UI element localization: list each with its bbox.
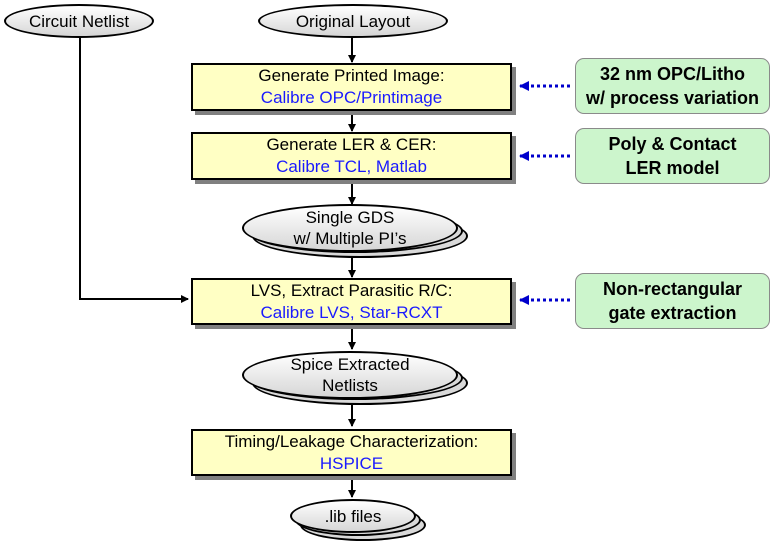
generate-ler-cer-box: Generate LER & CER: Calibre TCL, Matlab xyxy=(191,132,512,180)
original-layout-node: Original Layout xyxy=(258,4,448,38)
step2-title: Generate LER & CER: xyxy=(266,135,437,154)
spice-netlists-node: Spice Extracted Netlists xyxy=(242,351,458,399)
single-gds-node: Single GDS w/ Multiple PI’s xyxy=(242,204,458,252)
circuit-netlist-node: Circuit Netlist xyxy=(4,4,154,38)
opc-note-line2: w/ process variation xyxy=(585,88,760,108)
step4-tool: HSPICE xyxy=(319,453,384,473)
gds-line1: Single GDS xyxy=(305,208,395,227)
generate-printed-image-box: Generate Printed Image: Calibre OPC/Prin… xyxy=(191,63,512,111)
ler-note-line1: Poly & Contact xyxy=(608,134,737,154)
opc-note-line1: 32 nm OPC/Litho xyxy=(599,64,745,84)
step1-title: Generate Printed Image: xyxy=(258,66,445,85)
ler-note-line2: LER model xyxy=(625,158,720,178)
circuit-netlist-label: Circuit Netlist xyxy=(28,11,130,31)
lib-files-label: .lib files xyxy=(324,506,382,526)
original-layout-label: Original Layout xyxy=(295,11,411,31)
lvs-extract-box: LVS, Extract Parasitic R/C: Calibre LVS,… xyxy=(191,278,512,325)
timing-leakage-box: Timing/Leakage Characterization: HSPICE xyxy=(191,429,512,476)
gate-note-line2: gate extraction xyxy=(608,303,737,323)
lib-files-node: .lib files xyxy=(290,499,416,533)
spice-line2: Netlists xyxy=(322,376,378,395)
step4-title: Timing/Leakage Characterization: xyxy=(224,431,479,451)
gate-extraction-note: Non-rectangular gate extraction xyxy=(575,273,770,329)
gate-note-line1: Non-rectangular xyxy=(602,279,743,299)
arrow-netlist-to-step3 xyxy=(79,36,189,303)
opc-litho-note: 32 nm OPC/Litho w/ process variation xyxy=(575,58,770,114)
gds-line2: w/ Multiple PI’s xyxy=(293,229,407,248)
step3-title: LVS, Extract Parasitic R/C: xyxy=(250,280,453,300)
step2-tool: Calibre TCL, Matlab xyxy=(276,157,427,176)
spice-line1: Spice Extracted xyxy=(290,355,410,374)
step3-tool: Calibre LVS, Star-RCXT xyxy=(260,302,443,322)
step1-tool: Calibre OPC/Printimage xyxy=(260,88,443,107)
ler-model-note: Poly & Contact LER model xyxy=(575,128,770,184)
